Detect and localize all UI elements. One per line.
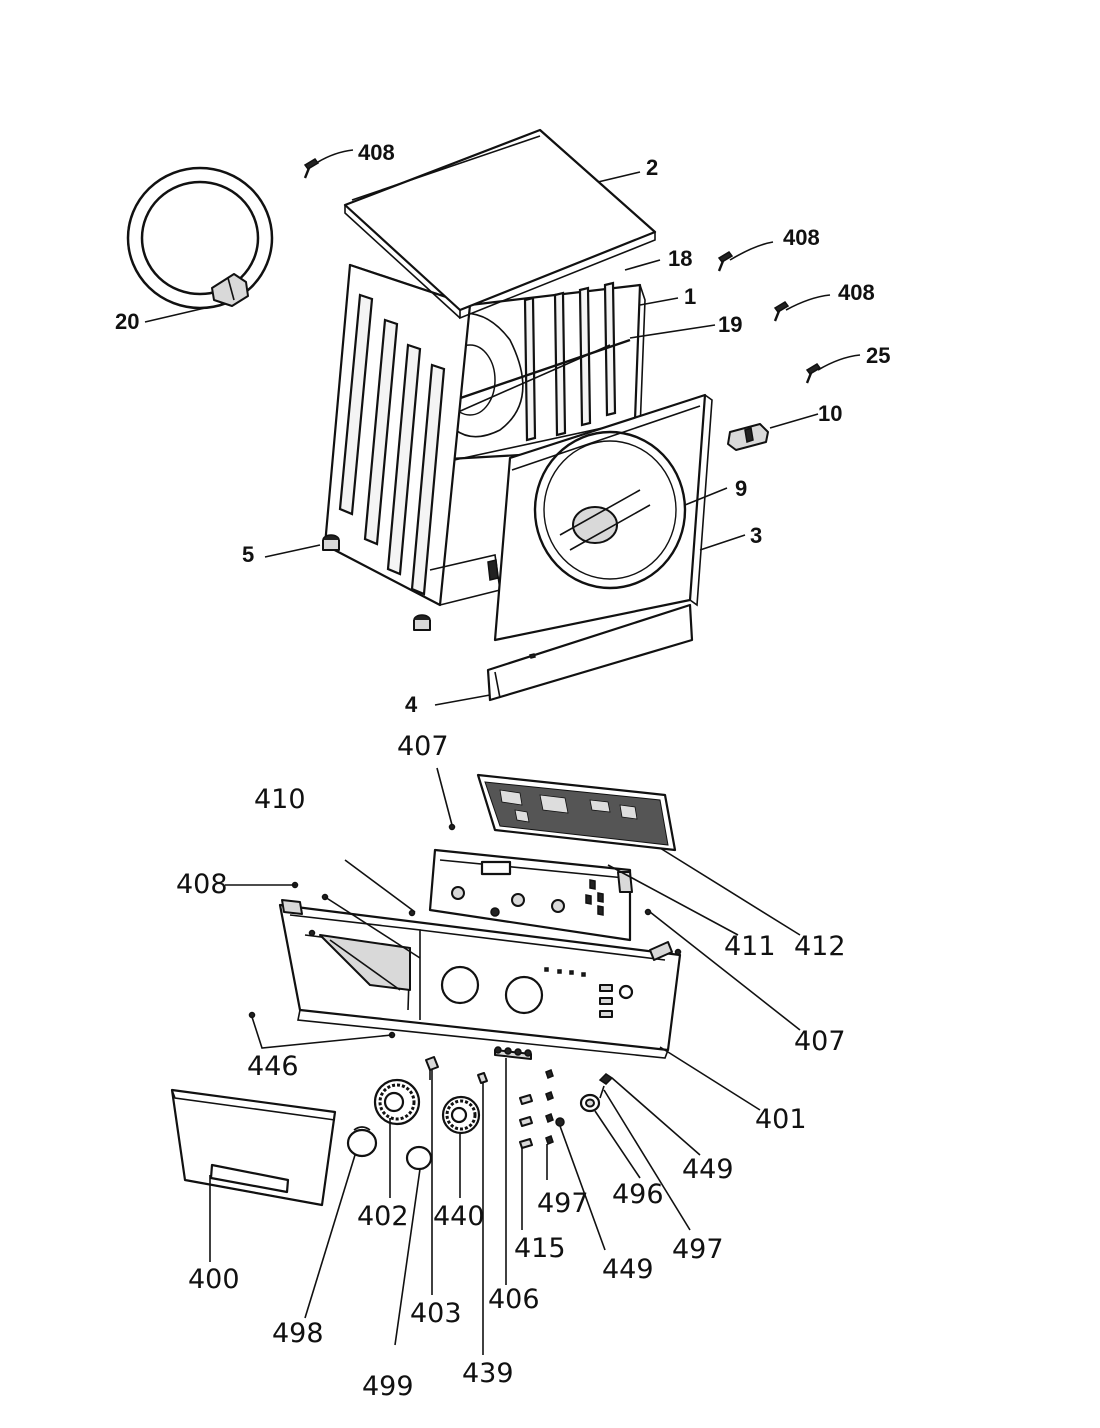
label-5: 5 (242, 542, 254, 567)
control-panel-part (278, 899, 682, 1059)
screw-408-right-1 (717, 251, 734, 272)
label-498: 498 (272, 1318, 324, 1349)
label-408: 408 (838, 280, 875, 305)
temperature-knob-part (441, 1095, 481, 1135)
label-408: 408 (176, 869, 228, 900)
adjustable-foot-part (322, 534, 431, 631)
top-cover-part (343, 128, 657, 320)
label-1: 1 (684, 284, 696, 309)
label-412: 412 (794, 931, 846, 962)
detergent-drawer-part (170, 1088, 337, 1207)
display-board-part (428, 848, 633, 942)
label-19: 19 (718, 312, 742, 337)
knob-cap-499-part (405, 1145, 433, 1171)
shaft-439-part (477, 1072, 488, 1084)
label-18: 18 (668, 246, 692, 271)
label-408: 408 (783, 225, 820, 250)
label-410: 410 (254, 784, 306, 815)
kick-plate-part (486, 603, 694, 702)
label-401: 401 (755, 1104, 807, 1135)
shaft-403-part (425, 1056, 439, 1080)
label-499: 499 (362, 1371, 414, 1402)
label-25: 25 (866, 343, 890, 368)
label-4: 4 (405, 692, 418, 717)
label-406: 406 (488, 1284, 540, 1315)
label-408: 408 (358, 140, 395, 165)
label-440: 440 (433, 1201, 485, 1232)
label-449: 449 (682, 1154, 734, 1185)
label-446: 446 (247, 1051, 299, 1082)
screw-408-right-2 (773, 301, 790, 322)
front-panel-part (493, 393, 713, 642)
hose-part (126, 166, 274, 310)
label-407: 407 (397, 731, 449, 762)
leader-lines-bottom (209, 767, 801, 1355)
label-2: 2 (646, 155, 658, 180)
label-400: 400 (188, 1264, 240, 1295)
label-9: 9 (735, 476, 747, 501)
label-402: 402 (357, 1201, 409, 1232)
label-403: 403 (410, 1298, 462, 1329)
button-cluster-415-part (519, 1069, 565, 1149)
leader-lines-top (144, 149, 861, 706)
label-497: 497 (537, 1188, 589, 1219)
part-labels: 408 2 408 18 1 408 19 20 25 10 9 3 5 4 4… (115, 140, 890, 1402)
label-20: 20 (115, 309, 139, 334)
label-496: 496 (612, 1179, 664, 1210)
label-449: 449 (602, 1254, 654, 1285)
door-lock-part (727, 423, 769, 451)
label-415: 415 (514, 1233, 566, 1264)
label-411: 411 (724, 931, 776, 962)
label-497: 497 (672, 1234, 724, 1265)
label-3: 3 (750, 523, 762, 548)
screw-408-top-left (303, 158, 320, 179)
knob-cap-498-part (346, 1126, 378, 1158)
label-407: 407 (794, 1026, 846, 1057)
cabinet-body-part (323, 263, 646, 607)
program-knob-part (373, 1078, 421, 1126)
main-control-board-part (476, 773, 677, 852)
button-strip-406-part (494, 1046, 532, 1060)
button-496-part (579, 1093, 601, 1113)
label-10: 10 (818, 401, 842, 426)
screw-25 (805, 363, 822, 384)
label-439: 439 (462, 1358, 514, 1389)
